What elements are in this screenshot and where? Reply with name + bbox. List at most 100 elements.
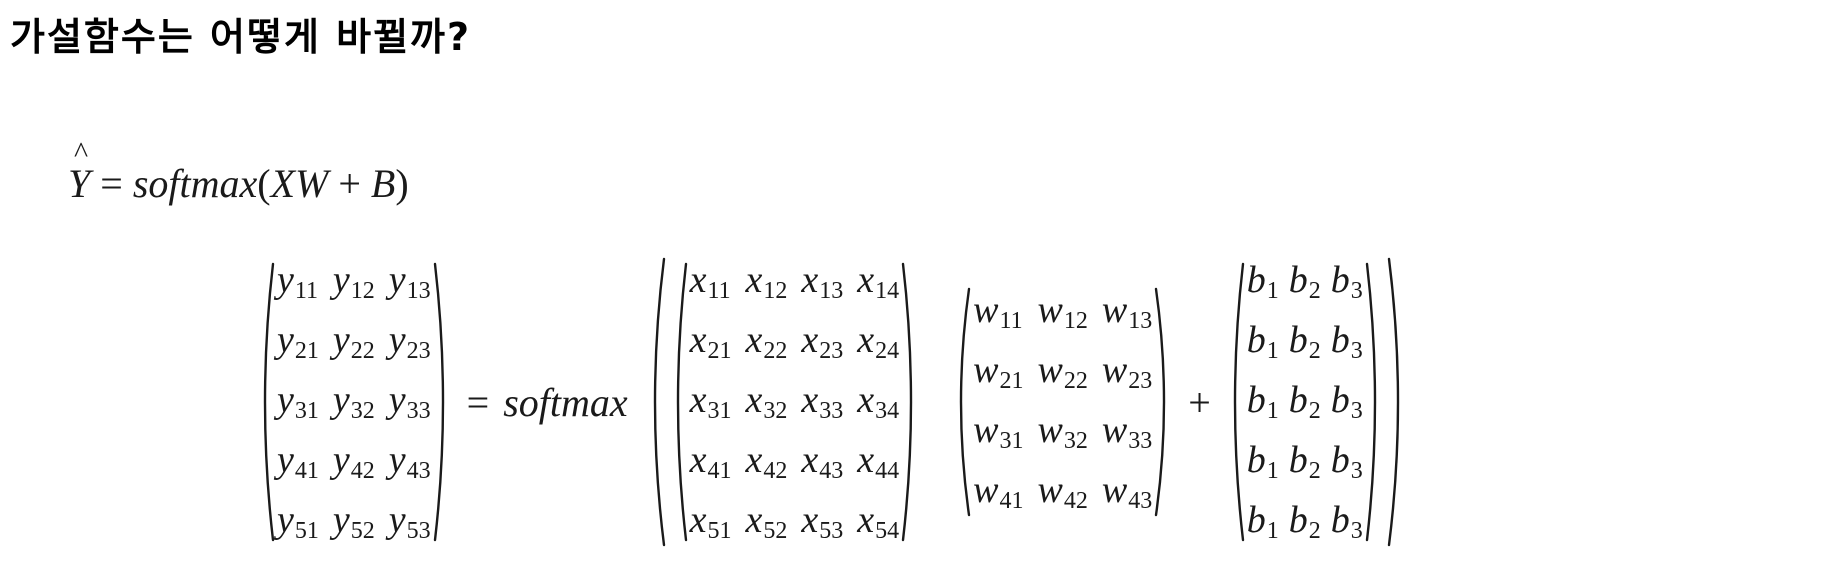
matrix-entry: w13 <box>1102 291 1152 333</box>
entry-variable: b <box>1330 379 1350 421</box>
matrix-entry: w23 <box>1102 351 1152 393</box>
matrix-entry: y52 <box>333 501 375 543</box>
entry-subscript: 22 <box>763 338 788 364</box>
entry-variable: y <box>332 439 350 481</box>
entry-subscript: 21 <box>999 368 1024 394</box>
matrix-entry: b3 <box>1331 381 1363 423</box>
entry-subscript: 21 <box>707 338 732 364</box>
entry-variable: x <box>857 439 875 481</box>
matrix-entry: w42 <box>1037 471 1087 513</box>
entry-variable: b <box>1288 439 1308 481</box>
entry-variable: b <box>1246 499 1266 541</box>
entry-subscript: 42 <box>350 458 375 484</box>
entry-variable: w <box>1101 409 1128 451</box>
entry-subscript: 54 <box>875 518 900 544</box>
matrix-entry: x21 <box>690 321 732 363</box>
entry-subscript: 3 <box>1350 518 1363 544</box>
hypothesis-equation: ^Y=softmax(XW+B) <box>68 136 409 207</box>
entry-variable: x <box>857 319 875 361</box>
entry-variable: b <box>1288 319 1308 361</box>
entry-variable: x <box>857 379 875 421</box>
matrix-entry: x23 <box>801 321 843 363</box>
entry-subscript: 41 <box>707 458 732 484</box>
entry-variable: y <box>388 379 406 421</box>
matrix-entry: x11 <box>690 261 731 303</box>
plus-sign: + <box>1188 379 1211 425</box>
matrix-entry: x14 <box>857 261 899 303</box>
entry-subscript: 33 <box>406 398 431 424</box>
entry-subscript: 31 <box>999 428 1024 454</box>
entry-subscript: 43 <box>1128 488 1153 514</box>
matrix-entry: x22 <box>746 321 788 363</box>
entry-subscript: 43 <box>819 458 844 484</box>
matrix-entry: b2 <box>1289 321 1321 363</box>
matrix-entry: x24 <box>857 321 899 363</box>
entry-variable: b <box>1288 259 1308 301</box>
open-paren: ( <box>257 161 271 206</box>
entry-variable: w <box>973 469 999 511</box>
matrix-entry: b1 <box>1247 321 1279 363</box>
entry-subscript: 42 <box>763 458 788 484</box>
hat-accent: ^ <box>74 136 89 169</box>
entry-variable: x <box>689 319 707 361</box>
entry-variable: y <box>388 439 406 481</box>
entry-variable: y <box>277 499 294 541</box>
entry-variable: x <box>745 259 763 301</box>
entry-variable: x <box>745 379 763 421</box>
entry-variable: b <box>1246 379 1266 421</box>
matrix-entry: y53 <box>389 501 431 543</box>
matrix-entry: w11 <box>973 291 1022 333</box>
entry-subscript: 41 <box>294 458 319 484</box>
matrix-entry: w12 <box>1037 291 1087 333</box>
matrix-entry: x13 <box>801 261 843 303</box>
entry-variable: x <box>801 319 819 361</box>
matrix-entry: x41 <box>690 441 732 483</box>
entry-subscript: 42 <box>1063 488 1088 514</box>
entry-subscript: 32 <box>763 398 788 424</box>
x-matrix-right-paren <box>901 262 913 542</box>
entry-subscript: 13 <box>819 278 844 304</box>
entry-variable: y <box>388 319 406 361</box>
equals-sign: = <box>466 379 490 425</box>
matrix-entry: x32 <box>746 381 788 423</box>
entry-variable: b <box>1330 319 1350 361</box>
entry-subscript: 32 <box>1063 428 1088 454</box>
entry-variable: x <box>745 319 763 361</box>
entry-subscript: 44 <box>875 458 900 484</box>
matrix-entry: x51 <box>690 501 732 543</box>
entry-subscript: 11 <box>707 278 731 304</box>
entry-variable: y <box>277 379 294 421</box>
entry-subscript: 13 <box>406 278 431 304</box>
entry-subscript: 53 <box>819 518 844 544</box>
matrix-entry: b1 <box>1247 261 1279 303</box>
entry-subscript: 33 <box>819 398 844 424</box>
entry-variable: y <box>332 379 350 421</box>
entry-variable: y <box>277 319 294 361</box>
matrix-entry: x53 <box>801 501 843 543</box>
matrix-entry: x44 <box>857 441 899 483</box>
entry-variable: x <box>801 439 819 481</box>
matrix-entry: w43 <box>1102 471 1152 513</box>
matrix-entry: x54 <box>857 501 899 543</box>
entry-subscript: 3 <box>1350 458 1363 484</box>
entry-subscript: 2 <box>1308 338 1321 364</box>
equals-sign: = <box>100 161 123 206</box>
entry-variable: x <box>801 499 819 541</box>
entry-subscript: 3 <box>1350 278 1363 304</box>
matrix-entry: b2 <box>1289 261 1321 303</box>
entry-variable: w <box>973 289 999 331</box>
entry-subscript: 32 <box>350 398 375 424</box>
matrix-entry: x31 <box>690 381 732 423</box>
entry-subscript: 22 <box>1063 368 1088 394</box>
page-title: 가설함수는 어떻게 바뀔까? <box>10 15 472 59</box>
entry-subscript: 13 <box>1128 308 1153 334</box>
y-matrix-right-paren <box>433 262 444 542</box>
entry-subscript: 41 <box>999 488 1024 514</box>
entry-subscript: 51 <box>294 518 319 544</box>
entry-variable: x <box>801 259 819 301</box>
matrix-entry: y32 <box>333 381 375 423</box>
entry-variable: w <box>1101 469 1128 511</box>
